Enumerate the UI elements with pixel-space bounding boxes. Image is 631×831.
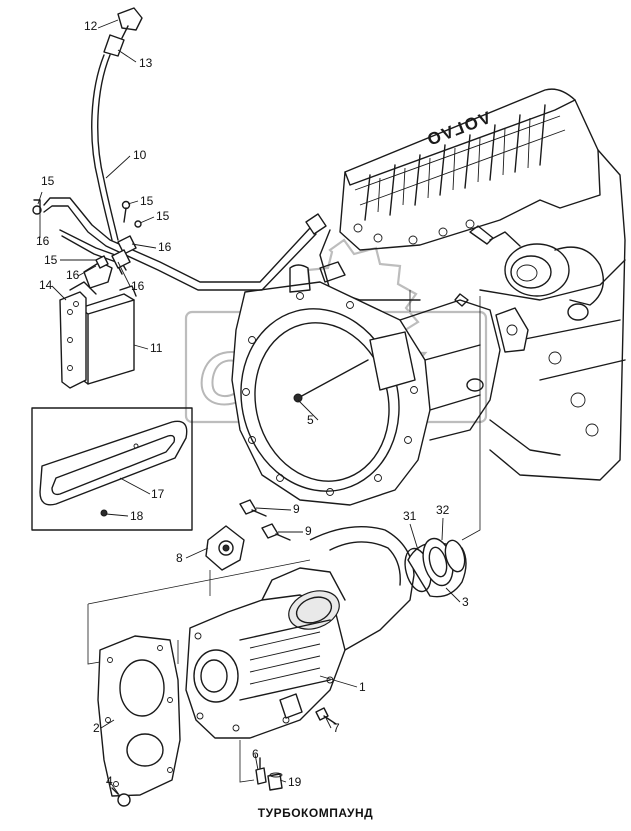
bracket-and-bolts [205,499,291,571]
part-number-p18: 18 [130,509,144,523]
part-number-p12: 12 [84,19,98,33]
part-number-p19: 19 [288,775,302,789]
part-number-p2: 2 [93,721,100,735]
part-number-p3: 3 [462,595,469,609]
part-number-p32: 32 [436,503,450,517]
diagram-caption: ТУРБОКОМПАУНД [257,806,374,820]
part-number-p17: 17 [151,487,165,501]
part-number-p11: 11 [150,341,163,355]
control-unit [59,285,137,389]
leader-lines [37,19,461,797]
part-number-p8: 8 [176,551,183,565]
part-number-p15d: 15 [44,253,58,267]
turbocharger [469,225,604,321]
oil-pipes [32,7,327,295]
part-number-p15b: 15 [140,194,154,208]
small-fasteners [111,707,337,807]
part-number-p9b: 9 [305,524,312,538]
inset-gasket-box [31,407,193,531]
part-number-p5: 5 [307,413,314,427]
gasket-plate [97,635,181,797]
part-number-p14: 14 [39,278,53,292]
assembly-lines [87,290,481,783]
flywheel-housing [231,261,529,506]
part-number-p7: 7 [333,721,340,735]
part-number-p6: 6 [252,747,259,761]
part-number-p13: 13 [139,56,153,70]
part-number-p31: 31 [403,509,417,523]
part-number-p15c: 15 [156,209,170,223]
seal-rings [404,537,467,598]
part-number-p16b: 16 [158,240,172,254]
part-number-p1: 1 [359,680,366,694]
part-number-p10: 10 [133,148,147,162]
part-number-p16c: 16 [66,268,80,282]
part-number-p16d: 16 [131,279,145,293]
turbocompound-housing [185,525,415,739]
part-number-p15a: 15 [41,174,55,188]
engine-block: VOLVO [319,88,626,481]
part-number-p4: 4 [106,774,113,788]
part-number-p16a: 16 [36,234,50,248]
part-number-p9a: 9 [293,502,300,516]
